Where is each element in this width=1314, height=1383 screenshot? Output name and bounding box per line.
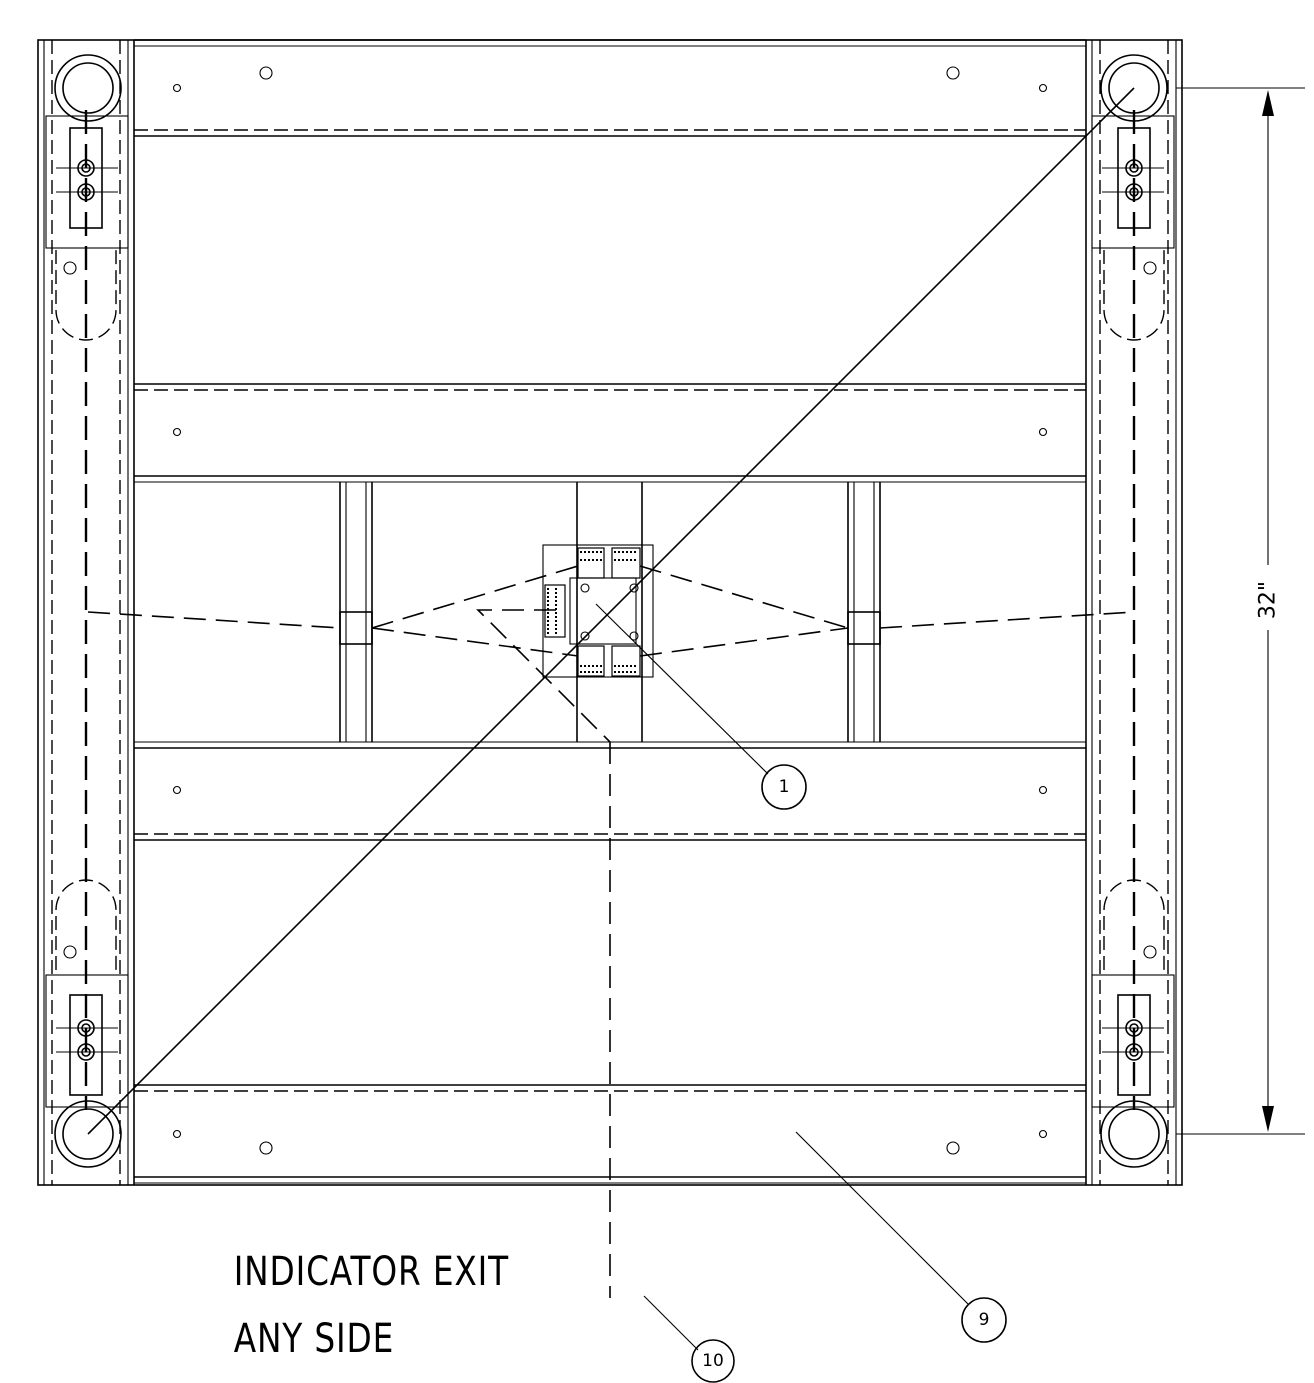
dimension-32-in: 32" bbox=[1176, 87, 1305, 1135]
load-cell-top-right bbox=[1091, 54, 1175, 341]
cross-channels bbox=[134, 39, 1086, 1184]
right-side-rail bbox=[1085, 40, 1169, 1185]
load-cell-cables bbox=[87, 565, 1135, 1298]
load-cell-top-left bbox=[45, 54, 129, 341]
diagonal-line bbox=[87, 87, 1135, 1135]
load-cell-bottom-right bbox=[1091, 879, 1175, 1168]
junction-box bbox=[542, 544, 654, 678]
band-holes bbox=[172, 66, 1048, 1155]
note-line-2: ANY SIDE bbox=[234, 1315, 394, 1362]
balloon-9: 9 bbox=[795, 1131, 1007, 1343]
balloon-1-label: 1 bbox=[779, 777, 790, 797]
load-cell-bottom-left bbox=[45, 879, 129, 1168]
center-channels bbox=[339, 482, 881, 742]
balloon-10-label: 10 bbox=[702, 1351, 724, 1371]
dimension-label: 32" bbox=[1256, 581, 1281, 619]
balloon-10: 10 bbox=[643, 1295, 735, 1383]
balloon-1: 1 bbox=[595, 603, 807, 810]
note-line-1: INDICATOR EXIT bbox=[234, 1248, 509, 1295]
indicator-exit-note: INDICATOR EXIT ANY SIDE bbox=[234, 1248, 509, 1362]
balloon-9-label: 9 bbox=[979, 1310, 990, 1330]
